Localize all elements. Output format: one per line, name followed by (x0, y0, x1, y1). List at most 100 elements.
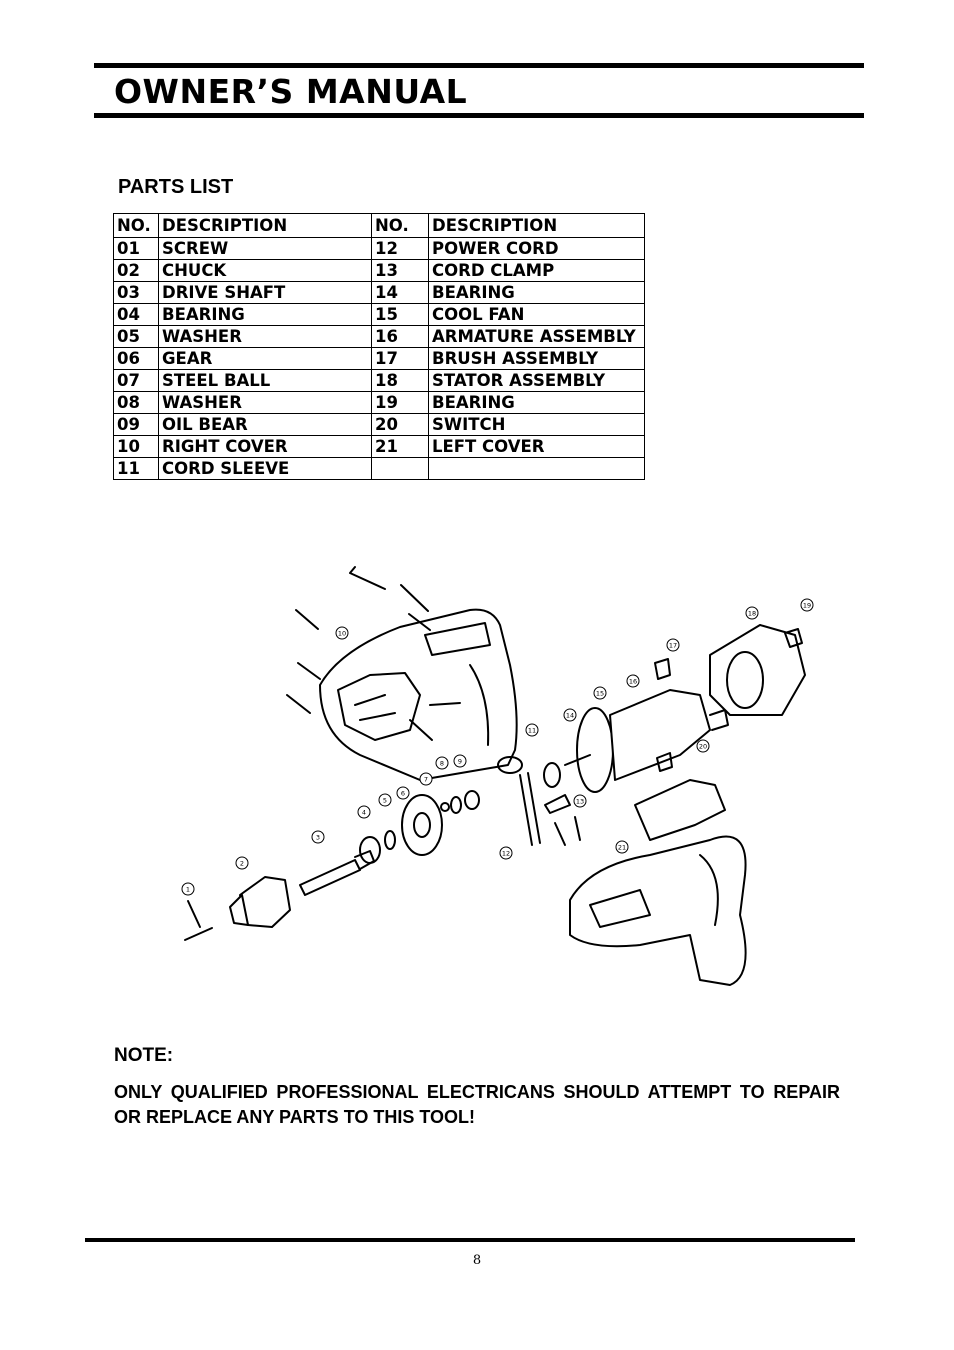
part-number-cell: 21 (371, 435, 429, 458)
callout-label: 11 (528, 727, 536, 735)
callout-20: 20 (696, 739, 710, 753)
callout-circle (563, 708, 577, 722)
part-description-cell: DRIVE SHAFT (158, 281, 372, 304)
part-description-cell: BEARING (428, 391, 645, 414)
callout-label: 2 (240, 860, 244, 868)
callout-4: 4 (357, 805, 371, 819)
part-number-cell: 01 (113, 237, 159, 260)
callout-label: 17 (669, 642, 677, 650)
part-description-cell: SWITCH (428, 413, 645, 436)
part-description-cell: WASHER (158, 325, 372, 348)
callout-label: 16 (629, 678, 637, 686)
header-top-rule (94, 63, 864, 68)
part-number-cell: 03 (113, 281, 159, 304)
callout-circle (396, 786, 410, 800)
part-number-cell: 07 (113, 369, 159, 392)
callout-circle (615, 840, 629, 854)
callout-8: 8 (435, 756, 449, 770)
callout-circle (626, 674, 640, 688)
callout-label: 8 (440, 760, 444, 768)
part-number-cell: 09 (113, 413, 159, 436)
callout-label: 1 (186, 886, 190, 894)
column-header: DESCRIPTION (428, 213, 645, 238)
left-cover-part (569, 835, 747, 986)
callout-circle (419, 772, 433, 786)
part-description-cell: GEAR (158, 347, 372, 370)
callout-17: 17 (666, 638, 680, 652)
part-description-cell: STATOR ASSEMBLY (428, 369, 645, 392)
part-description-cell: LEFT COVER (428, 435, 645, 458)
callout-3: 3 (311, 830, 325, 844)
callout-label: 21 (618, 844, 626, 852)
callout-label: 4 (362, 809, 366, 817)
part-description-cell: WASHER (158, 391, 372, 414)
cool-fan-part (576, 707, 614, 793)
callout-11: 11 (525, 723, 539, 737)
callout-label: 20 (699, 743, 707, 751)
callout-circle (311, 830, 325, 844)
callout-circle (666, 638, 680, 652)
callout-circle (499, 846, 513, 860)
part-number-cell: 19 (371, 391, 429, 414)
callout-10: 10 (335, 626, 349, 640)
part-number-cell: 12 (371, 237, 429, 260)
callout-circle (525, 723, 539, 737)
callout-9: 9 (453, 754, 467, 768)
part-number-cell: 16 (371, 325, 429, 348)
callout-circle (593, 686, 607, 700)
callout-16: 16 (626, 674, 640, 688)
callout-circle (235, 856, 249, 870)
part-number-cell (371, 457, 429, 480)
callout-circle (335, 626, 349, 640)
callout-circle (573, 794, 587, 808)
part-number-cell: 08 (113, 391, 159, 414)
part-number-cell: 13 (371, 259, 429, 282)
callout-label: 19 (803, 602, 811, 610)
callout-circle (357, 805, 371, 819)
callout-13: 13 (573, 794, 587, 808)
callout-label: 14 (566, 712, 574, 720)
page-title: OWNER’S MANUAL (114, 72, 468, 111)
callout-label: 7 (424, 776, 428, 784)
part-number-cell: 06 (113, 347, 159, 370)
callout-2: 2 (235, 856, 249, 870)
part-description-cell: STEEL BALL (158, 369, 372, 392)
part-description-cell (428, 457, 645, 480)
part-description-cell: RIGHT COVER (158, 435, 372, 458)
callout-circle (453, 754, 467, 768)
callout-circle (378, 793, 392, 807)
callout-18: 18 (745, 606, 759, 620)
part-description-cell: POWER CORD (428, 237, 645, 260)
footer-rule (85, 1238, 855, 1242)
column-header: NO. (113, 213, 159, 238)
callout-label: 15 (596, 690, 604, 698)
callout-6: 6 (396, 786, 410, 800)
note-heading: NOTE: (114, 1045, 174, 1066)
callout-label: 6 (401, 790, 405, 798)
part-description-cell: CORD CLAMP (428, 259, 645, 282)
callout-circle (745, 606, 759, 620)
page-number: 8 (472, 1253, 482, 1268)
part-number-cell: 04 (113, 303, 159, 326)
part-number-cell: 14 (371, 281, 429, 304)
part-description-cell: CORD SLEEVE (158, 457, 372, 480)
header-bottom-rule (94, 113, 864, 118)
callout-label: 3 (316, 834, 320, 842)
note-text: ONLY QUALIFIED PROFESSIONAL ELECTRICANS … (114, 1082, 840, 1127)
part-number-cell: 18 (371, 369, 429, 392)
callout-1: 1 (181, 882, 195, 896)
callout-12: 12 (499, 846, 513, 860)
